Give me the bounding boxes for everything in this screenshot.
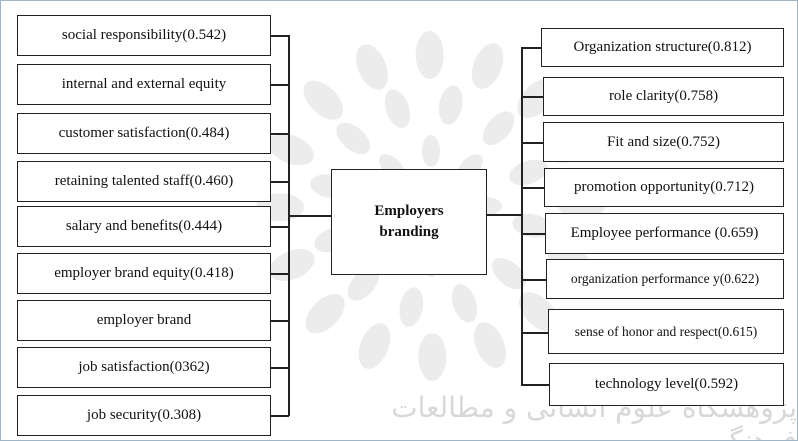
right-factor-box: Fit and size(0.752) (543, 122, 784, 162)
connector-line (487, 214, 522, 216)
left-factor-box: job satisfaction(0362) (17, 347, 271, 388)
connector-line (271, 367, 289, 369)
connector-line (271, 133, 289, 135)
connector-line (271, 181, 289, 183)
left-factor-label: retaining talented staff(0.460) (54, 173, 234, 189)
watermark-petal (384, 89, 411, 128)
center-title-line2: branding (379, 224, 439, 240)
watermark-petal (471, 43, 504, 89)
connector-line (271, 35, 289, 37)
right-factor-box: promotion opportunity(0.712) (544, 168, 784, 207)
right-factor-box: organization performance y(0.622) (546, 259, 784, 299)
left-factor-label: internal and external equity (61, 76, 227, 92)
right-factor-box: Employee performance (0.659) (545, 213, 784, 254)
left-factor-box: internal and external equity (17, 64, 271, 105)
connector-line (521, 187, 544, 189)
right-factor-label: Organization structure(0.812) (573, 39, 752, 55)
connector-line (521, 233, 545, 235)
watermark-petal (482, 111, 515, 146)
right-factor-label: Employee performance (0.659) (570, 225, 759, 241)
right-factor-label: promotion opportunity(0.712) (574, 179, 754, 195)
left-factor-box: employer brand (17, 300, 271, 341)
connector-line (521, 332, 548, 334)
left-factor-label: employer brand equity(0.418) (54, 265, 234, 281)
connector-line (521, 384, 549, 386)
watermark-petal (474, 322, 506, 368)
right-factor-label: technology level(0.592) (594, 376, 739, 392)
left-factor-box: social responsibility(0.542) (17, 15, 271, 56)
left-factor-label: social responsibility(0.542) (61, 27, 227, 43)
left-factor-label: customer satisfaction(0.484) (58, 125, 230, 141)
left-factor-box: job security(0.308) (17, 395, 271, 436)
watermark-petal (268, 133, 314, 166)
left-factor-box: customer satisfaction(0.484) (17, 113, 271, 154)
watermark-petal (509, 159, 548, 186)
employers-branding-box: Employers branding (331, 169, 487, 275)
watermark-petal (305, 293, 345, 334)
watermark-petal (491, 257, 526, 290)
connector-line (271, 273, 289, 275)
left-factor-label: salary and benefits(0.444) (65, 218, 223, 234)
right-factor-box: Organization structure(0.812) (541, 28, 784, 67)
left-factor-label: job satisfaction(0362) (78, 359, 210, 375)
connector-line (271, 415, 289, 417)
watermark-petal (451, 284, 478, 323)
right-factor-box: technology level(0.592) (549, 363, 784, 406)
left-factor-box: retaining talented staff(0.460) (17, 161, 271, 202)
watermark-petal (422, 135, 440, 167)
right-factor-box: sense of honor and respect(0.615) (548, 309, 784, 354)
watermark-petal (356, 44, 388, 90)
watermark-petal (347, 266, 380, 301)
right-factor-label: Fit and size(0.752) (607, 133, 720, 150)
left-factor-box: employer brand equity(0.418) (17, 253, 271, 294)
connector-line (271, 320, 289, 322)
connector-line (288, 215, 331, 217)
watermark-petal (336, 122, 371, 155)
watermark-petal (418, 332, 447, 381)
connector-line (521, 96, 543, 98)
watermark-petal (358, 323, 391, 369)
right-factor-box: role clarity(0.758) (543, 77, 784, 116)
connector-line (521, 279, 546, 281)
connector-line (271, 226, 289, 228)
connector-line (521, 142, 543, 144)
watermark-petal (269, 249, 315, 281)
left-factor-label: employer brand (96, 312, 192, 328)
connector-line (271, 84, 289, 86)
watermark-petal (303, 80, 344, 120)
left-factor-label: job security(0.308) (86, 407, 202, 423)
right-factor-label: sense of honor and respect(0.615) (574, 323, 758, 339)
right-factor-label: role clarity(0.758) (608, 88, 719, 104)
watermark-petal (415, 31, 444, 80)
right-bus-line (521, 47, 523, 385)
watermark-petal (438, 85, 463, 125)
connector-line (521, 47, 541, 49)
left-factor-box: salary and benefits(0.444) (17, 206, 271, 247)
left-bus-line (288, 35, 290, 416)
watermark-petal (399, 287, 424, 327)
center-title-line1: Employers (374, 203, 444, 219)
right-factor-label: organization performance y(0.622) (570, 271, 760, 286)
